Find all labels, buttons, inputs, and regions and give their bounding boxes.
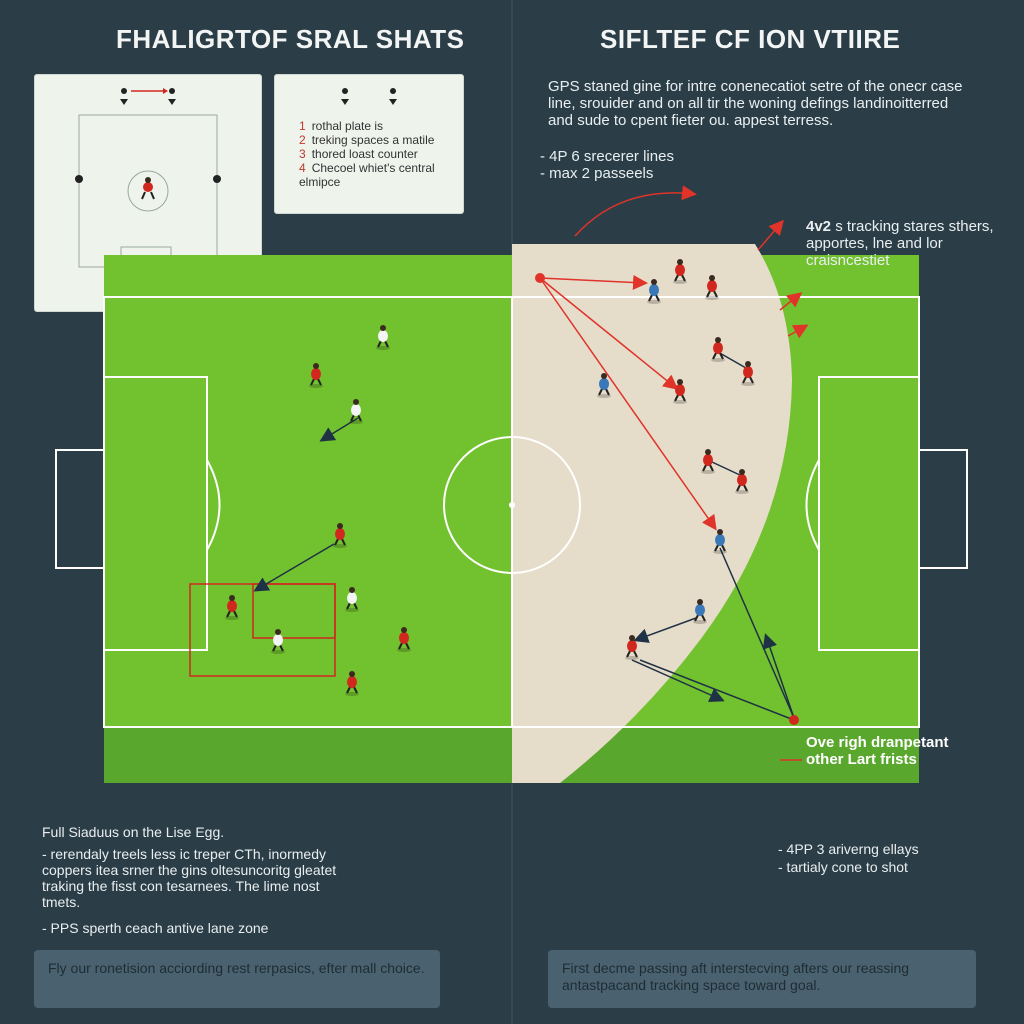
player-icon xyxy=(693,599,707,624)
run-line xyxy=(717,351,747,369)
arrow-icon xyxy=(120,99,128,105)
mini-pitch-post-right xyxy=(213,175,221,183)
player-icon xyxy=(625,635,639,660)
notes-line: - PPS sperth ceach antive lane zone xyxy=(42,920,269,936)
player-icon xyxy=(309,363,323,388)
arrow-icon xyxy=(762,633,795,719)
player-icon xyxy=(376,325,390,350)
intro-text: GPS staned gine for intre conenecatiot s… xyxy=(548,78,963,129)
mini-pitch-marker-left xyxy=(121,88,127,94)
arrow-icon xyxy=(539,274,648,290)
mini-pitch-marker-right xyxy=(169,88,175,94)
player-icon xyxy=(333,523,347,548)
player-icon xyxy=(741,361,755,386)
right-title: SIFLTEF CF ION VTIIRE xyxy=(600,24,901,54)
pitch-spots xyxy=(509,502,515,508)
pitch-lines xyxy=(55,296,968,728)
arrow-icon xyxy=(779,292,803,311)
center-spot xyxy=(509,502,515,508)
notes-heading: Full Siaduus on the Lise Egg. xyxy=(42,824,225,840)
bullets-right: - 4P 6 srecerer lines - max 2 passeels xyxy=(540,148,674,182)
player-icon xyxy=(141,177,155,200)
player-icon xyxy=(673,379,687,404)
arrow-icon xyxy=(631,659,725,702)
red-pass-arrows xyxy=(539,185,809,761)
player-icon xyxy=(647,279,661,304)
bottom-annotation: Ove righ dranpetant other Lart frists xyxy=(806,734,949,768)
legend-marker-right xyxy=(390,88,396,94)
notes-left: Full Siaduus on the Lise Egg. - rerendal… xyxy=(42,824,342,936)
legend-marker-left xyxy=(342,88,348,94)
bullet-item: - 4P 6 srecerer lines xyxy=(540,148,674,165)
player-icon xyxy=(225,595,239,620)
left-title: FHALIGRTOF SRAL SHATS xyxy=(116,24,465,54)
arrow-icon xyxy=(319,417,359,442)
player-icon xyxy=(597,373,611,398)
arrow-icon xyxy=(168,99,176,105)
tracking-annotation: 4v2 s tracking stares sthers, apportes, … xyxy=(806,218,994,269)
bottom-box-left: Fly our ronetision acciording rest rerpa… xyxy=(34,950,440,1008)
player-icon xyxy=(705,275,719,300)
players-layer xyxy=(225,259,755,696)
pitch-grass-lower xyxy=(104,727,919,783)
player-icon xyxy=(271,629,285,654)
arrow-icon xyxy=(341,99,349,105)
arrow-icon xyxy=(757,219,784,251)
arrow-icon xyxy=(253,543,335,592)
bullet-item: - tartialy cone to shot xyxy=(778,859,908,875)
run-end-marker xyxy=(789,715,799,725)
arrow-icon xyxy=(539,277,679,390)
player-icon xyxy=(735,469,749,494)
arrow-icon xyxy=(389,99,397,105)
mini-pitch-post-left xyxy=(75,175,83,183)
player-icon xyxy=(345,587,359,612)
player-icon xyxy=(713,529,727,554)
arrow-icon xyxy=(574,185,697,237)
arrow-icon xyxy=(163,88,168,94)
pressing-zone-overlay xyxy=(512,244,792,783)
pass-origin xyxy=(535,273,545,283)
bullets-right-bottom: - 4PP 3 ariverng ellays - tartialy cone … xyxy=(778,840,919,876)
player-icon xyxy=(397,627,411,652)
bullet-item: - 4PP 3 ariverng ellays xyxy=(778,841,919,857)
run-line xyxy=(719,547,795,719)
bottom-box-right: First decme passing aft interstecving af… xyxy=(548,950,976,1008)
player-icon xyxy=(711,337,725,362)
legend-markers xyxy=(341,88,397,105)
notes-line: - rerendaly treels less ic treper CTh, i… xyxy=(42,846,337,910)
player-icon xyxy=(345,671,359,696)
player-icon xyxy=(701,449,715,474)
run-line xyxy=(639,659,795,721)
bullet-item: - max 2 passeels xyxy=(540,165,654,182)
run-line xyxy=(711,461,743,477)
arrow-icon xyxy=(633,617,697,643)
player-icon xyxy=(349,399,363,424)
player-icon xyxy=(673,259,687,284)
dark-run-arrows xyxy=(253,351,795,721)
arrow-icon xyxy=(539,277,717,531)
mini-pitch-circle xyxy=(127,170,169,212)
arrow-icon xyxy=(787,324,809,339)
